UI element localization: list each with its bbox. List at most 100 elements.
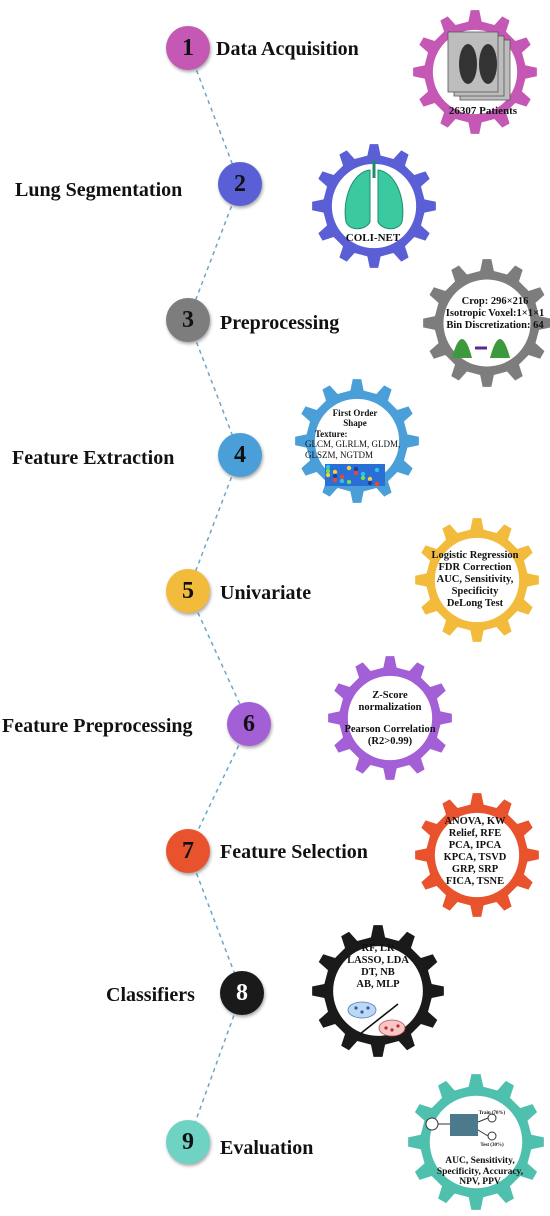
texture-dot [332,477,338,483]
texture-dot [332,473,338,479]
texture-dot [374,481,380,487]
texture-dot [367,476,373,482]
link-line [477,1129,489,1137]
texture-dot [339,474,345,480]
texture-map-icon [325,464,385,487]
gear-7-line-5: GRP, SRP [451,864,499,876]
gear-2-text: COLI-NET [318,228,428,248]
lung-left-shape [344,169,371,230]
step-3-number: 3 [182,306,194,333]
texture-dot [332,469,338,475]
step-7-circle: 7 [166,829,210,873]
blue-point [366,1006,370,1010]
blue-point [354,1006,358,1010]
gear-4-line-3: Texture: [315,428,348,439]
step-5-number: 5 [182,577,194,604]
gear-7-line-6: FICA, TSNE [445,876,505,888]
gear-4-inner [314,398,400,484]
gear-8-line-3: DT, NB [361,967,395,978]
connector-line [187,183,241,321]
red-point [384,1026,388,1030]
gear-5-line-2: FDR Correction [438,561,512,573]
gear-6-line-2: normalization [358,701,422,713]
gear-5 [415,518,539,642]
gear-9-line-1: AUC, Sensitivity, [445,1155,515,1166]
texture-dot [353,466,359,472]
gear-3-line-3: Bin Discretization: 64 [446,320,544,332]
gear-4-line-5: GLSZM, NGTDM [305,449,374,460]
step-7-number: 7 [182,837,194,864]
gear-6-line-4: Pearson Correlation [344,724,436,735]
gear-7-line-1: ANOVA, KW [444,815,506,827]
step-2-number: 2 [234,170,246,197]
histogram-left [452,339,472,358]
train-label: Train (70%) [478,1111,506,1117]
gear-7-line-3: PCA, IPCA [448,839,502,851]
step-9-circle: 9 [166,1120,210,1164]
gear-7-text: ANOVA, KW Relief, RFE PCA, IPCA KPCA, TS… [425,812,525,892]
cluster-red [378,1019,406,1037]
step-3-circle: 3 [166,298,210,342]
blue-point [360,1010,364,1014]
gear-6-inner [347,675,433,761]
gear-9-text: AUC, Sensitivity, Specificity, Accuracy,… [420,1152,540,1192]
connector-line [187,454,241,592]
lung-3d-icon [344,160,404,230]
step-2-title: Lung Segmentation [15,179,183,201]
patient-grid [450,1114,478,1136]
link-line [477,1117,489,1123]
texture-dot [339,478,345,484]
gear-5-line-1: Logistic Regression [431,549,519,561]
gear-3-line-2: Isotropic Voxel:1×1×1 [445,307,545,319]
connector-line [187,850,243,994]
step-4-title: Feature Extraction [12,447,175,469]
texture-dot [325,472,331,478]
texture-dot [346,465,352,471]
gear-5-inner [434,537,520,623]
cluster-blue [347,1001,377,1019]
gear-8-text: RF, LR LASSO, LDA DT, NB AB, MLP [328,940,428,994]
step-7-title: Feature Selection [220,841,368,863]
gear-1-line-1: 26307 Patients [448,104,518,117]
step-4-circle: 4 [218,433,262,477]
step-8-circle: 8 [220,971,264,1015]
gear-9-line-2: Specificity, Accuracy, [436,1166,524,1177]
gear-5-line-4: Specificity [451,586,499,598]
connector-line [187,590,250,725]
step-6-title: Feature Preprocessing [2,715,193,737]
gear-6 [328,656,452,780]
gear-6-text: Z-Score normalization Pearson Correlatio… [335,685,445,753]
texture-dot [325,464,331,470]
texture-dot [374,467,380,473]
gear-8-line-2: LASSO, LDA [347,954,409,966]
step-5-title: Univariate [220,582,312,604]
data-node [425,1117,439,1131]
step-6-number: 6 [243,710,255,737]
step-4-number: 4 [234,441,246,468]
gear-6-line-1: Z-Score [372,689,408,701]
gear-5-line-3: AUC, Sensitivity, [436,573,514,585]
classifier-clusters-icon [347,1001,406,1037]
ct-lung-right [479,44,497,84]
step-9-title: Evaluation [220,1137,314,1159]
texture-dot [346,479,352,485]
gear-9-train-label: Train (70%) [472,1110,512,1118]
step-9-number: 9 [182,1128,194,1155]
histogram-icon [452,339,510,358]
ct-scan-stack-icon [447,31,511,101]
gear-4-line-4: GLCM, GLRLM, GLDM, [305,439,401,450]
gear-7-line-4: KPCA, TSVD [443,852,507,863]
gear-7-line-2: Relief, RFE [448,827,502,839]
red-point [396,1024,400,1028]
connector-line [187,319,241,456]
step-1-number: 1 [182,34,194,61]
gear-3-text: Crop: 296×216 Isotropic Voxel:1×1×1 Bin … [430,290,550,338]
gear-9-test-label: Test (30%) [472,1142,512,1150]
gear-8-line-1: RF, LR [361,942,395,954]
texture-dot [325,468,331,474]
step-8-title: Classifiers [106,984,195,1006]
step-2-circle: 2 [218,162,262,206]
separator-line [359,1003,399,1035]
texture-dot [360,475,366,481]
